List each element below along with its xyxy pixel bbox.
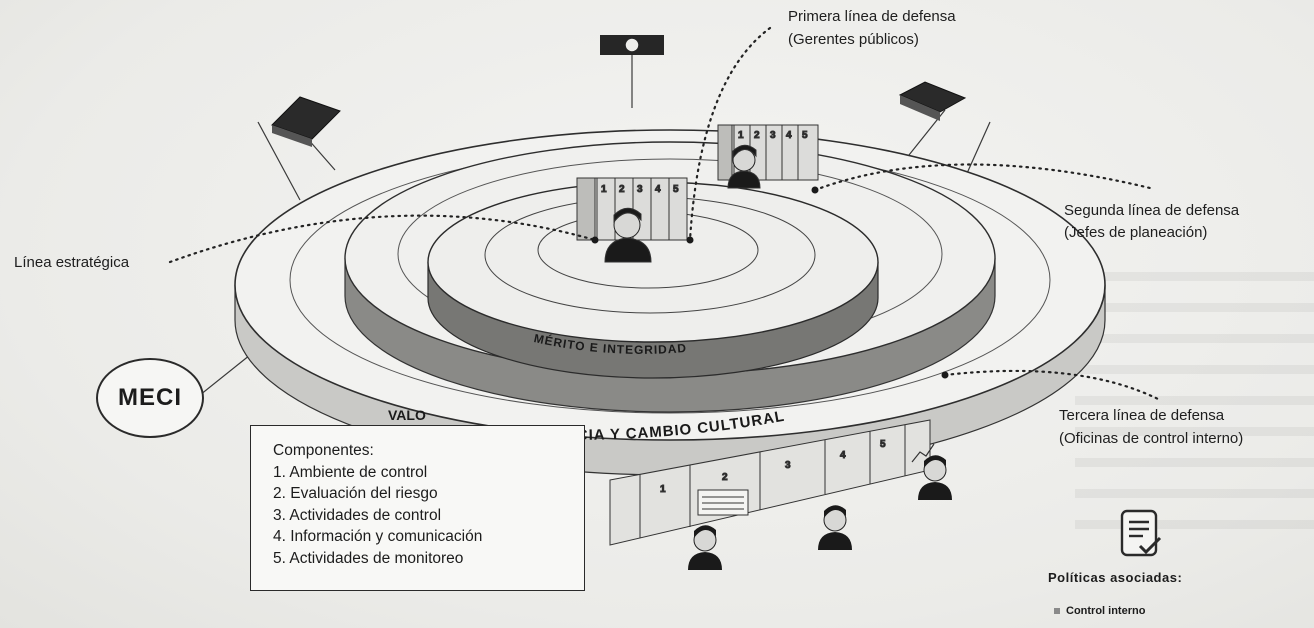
- callout-dots: [591, 186, 949, 379]
- right-panel-number-1: 1: [738, 130, 744, 141]
- primera-linea-title: Primera línea de defensa: [788, 8, 956, 25]
- segunda-linea-title: Segunda línea de defensa: [1064, 202, 1240, 219]
- right-panel-number-2: 2: [754, 130, 760, 141]
- tercera-linea-subtitle: (Oficinas de control interno): [1059, 430, 1244, 447]
- componentes-box: Componentes: 1. Ambiente de control 2. E…: [250, 425, 585, 591]
- document-check-icon: [1120, 509, 1162, 557]
- center-panel-number-1: 1: [601, 184, 607, 195]
- person-icon: [818, 505, 852, 550]
- componente-item: 4. Información y comunicación: [273, 528, 483, 545]
- componentes-title: Componentes:: [273, 442, 374, 459]
- person-icon: [604, 207, 652, 263]
- tercera-linea-title: Tercera línea de defensa: [1059, 407, 1225, 424]
- segunda-linea-subtitle: (Jefes de planeación): [1064, 224, 1208, 241]
- linea-estrategica-label: Línea estratégica: [14, 254, 130, 271]
- politicas-title: Políticas asociadas:: [1048, 570, 1183, 585]
- background-paragraph-texture: [1075, 250, 1314, 550]
- center-panel: 1 2 3 4 5: [576, 177, 688, 263]
- center-panel-number-5: 5: [673, 184, 679, 195]
- componente-item: 2. Evaluación del riesgo: [273, 485, 438, 502]
- componente-item: 1. Ambiente de control: [273, 463, 428, 481]
- right-panel-number-5: 5: [802, 130, 808, 141]
- politica-item: Control interno: [1054, 605, 1145, 617]
- trend-chart-icon: [911, 443, 935, 463]
- primera-linea-subtitle: (Gerentes públicos): [788, 31, 919, 48]
- componentes-list: 1. Ambiente de control 2. Evaluación del…: [273, 462, 584, 570]
- person-icon: [918, 455, 952, 500]
- componente-item: 3. Actividades de control: [273, 506, 442, 524]
- person-icon: [688, 525, 722, 570]
- book-icon: [898, 81, 967, 121]
- table-number-3: 3: [785, 460, 791, 471]
- table-number-2: 2: [722, 472, 728, 483]
- table-number-1: 1: [660, 484, 666, 495]
- right-panel-number-4: 4: [786, 130, 792, 141]
- table-number-4: 4: [840, 450, 846, 461]
- center-panel-number-2: 2: [619, 184, 625, 195]
- center-panel-number-4: 4: [655, 184, 661, 195]
- middle-ring-label: VALO: [388, 407, 426, 423]
- inner-ring: [427, 181, 879, 379]
- right-panel-number-3: 3: [770, 130, 776, 141]
- politica-item-label: Control interno: [1066, 605, 1146, 617]
- callout-leaders: [168, 26, 1162, 402]
- componente-item: 5. Actividades de monitoreo: [273, 549, 464, 567]
- book-icon: [271, 96, 341, 147]
- front-table: 1 2 3 4 5: [609, 419, 935, 546]
- bullet-icon: [1054, 608, 1060, 615]
- politicas-asociadas: Políticas asociadas: Control interno: [1040, 508, 1240, 628]
- table-number-5: 5: [880, 439, 886, 450]
- center-panel-number-3: 3: [637, 184, 643, 195]
- camera-icon: [600, 35, 664, 55]
- person-icon: [727, 144, 761, 189]
- meci-badge: MECI: [96, 358, 204, 438]
- upper-right-panel: 1 2 3 4 5: [717, 124, 819, 189]
